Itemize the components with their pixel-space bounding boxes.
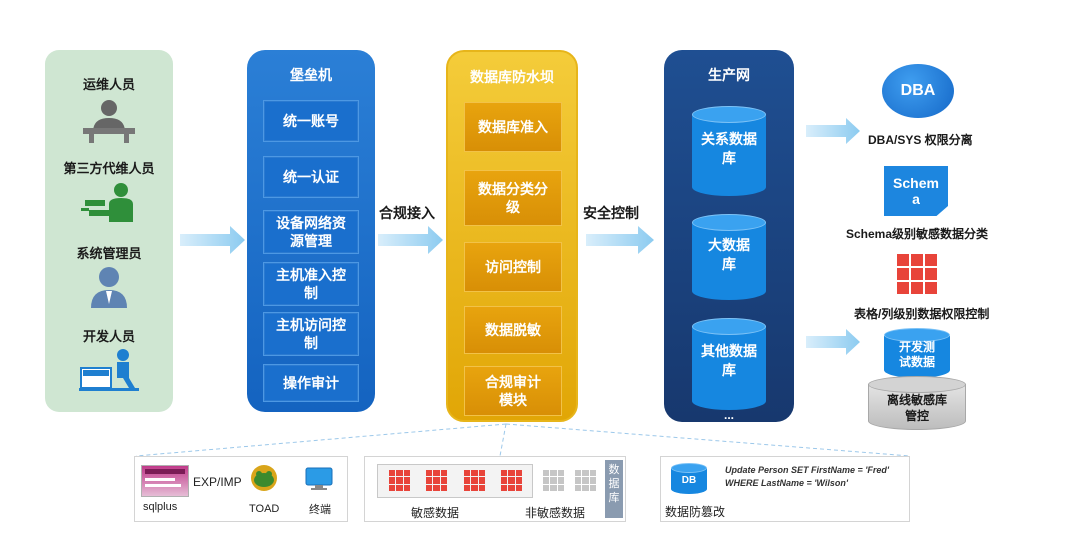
firewall-item-masking: 数据脱敏 [464,306,562,354]
cylinder-relational-db: 关系数据库 [692,106,766,196]
ops-worker-icon [83,100,135,143]
arrow-bastion-to-firewall [378,226,443,254]
user-label-third-party: 第三方代维人员 [63,161,155,176]
firewall-item-access-control: 访问控制 [464,242,562,292]
firewall-item-classification: 数据分类分级 [464,170,562,226]
sensitive-grid-2 [426,470,447,491]
sensitive-data-label: 敏感数据 [411,506,460,520]
third-party-icon [81,183,133,222]
sensitive-grid-1 [389,470,410,491]
dash-line-left [135,423,507,457]
exp-imp-label: EXP/IMP [193,475,242,489]
toad-label: TOAD [249,503,280,515]
cylinder-big-data: 大数据库 [692,214,766,300]
nonsensitive-grid-1 [543,470,564,491]
terminal-label: 终端 [309,504,331,516]
arrow-firewall-to-prodnet [586,226,654,254]
db-firewall-column: 数据库防水坝 数据库准入 数据分类分级 访问控制 数据脱敏 合规审计模块 [446,50,578,422]
user-label-sysadmin: 系统管理员 [76,246,142,261]
sensitive-grid-3 [464,470,485,491]
dash-line-right [505,423,911,457]
user-label-ops: 运维人员 [82,77,135,92]
relational-db-label: 关系数据库 [701,131,757,166]
arrow-to-devtest [806,329,860,355]
other-db-label: 其他数据库 [701,343,757,378]
bastion-item-host-access: 主机访问控制 [263,312,359,356]
sqlplus-label: sqlplus [143,501,178,513]
table-grid-icon [897,254,937,294]
offline-db-label: 离线敏感库管控 [886,393,947,423]
database-side-label: 数据库 [605,460,623,518]
arrow-to-dba [806,118,860,144]
developer-icon [79,349,139,391]
sql-line-1: Update Person SET FirstName = 'Fred' [725,465,890,475]
firewall-item-audit-module: 合规审计模块 [464,366,562,416]
terminal-icon [305,467,333,490]
label-security-control: 安全控制 [583,205,639,221]
table-column-label: 表格/列级别数据权限控制 [854,307,990,321]
big-data-label: 大数据库 [708,237,750,272]
arrow-users-to-bastion [180,226,245,254]
production-network-column: 生产网 关系数据库 大数据库 其他数据库 ... [664,50,794,422]
more-dbs-ellipsis: ... [723,408,734,422]
sensitive-grid-4 [501,470,522,491]
user-label-developer: 开发人员 [82,329,135,344]
bastion-item-resource-mgmt: 设备网络资源管理 [263,210,359,254]
dev-test-db-label: 开发测试数据 [898,340,935,369]
sql-line-2: WHERE LastName = 'Wilson' [725,478,848,488]
db-badge-label: DB [681,475,697,486]
tamper-proof-panel: DB Update Person SET FirstName = 'Fred' … [660,456,910,522]
label-compliant-access: 合规接入 [379,205,435,221]
cylinder-other-db: 其他数据库 [692,318,766,410]
dba-label: DBA/SYS 权限分离 [868,133,973,147]
bastion-item-unified-auth: 统一认证 [263,156,359,198]
prodnet-title: 生产网 [708,67,750,83]
schema-label: Schema级别敏感数据分类 [846,227,989,241]
users-panel: 运维人员 第三方代维人员 系统管理员 开发人员 [45,50,173,412]
admin-icon [91,267,127,308]
firewall-title: 数据库防水坝 [470,69,554,85]
tools-panel: EXP/IMP sqlplus TOAD 终端 [134,456,348,522]
cylinder-dev-test-db: 开发测试数据 [884,328,950,378]
schema-badge: Schema [884,166,948,216]
cylinder-db-badge: DB [671,463,707,497]
dash-line-mid [499,423,507,457]
firewall-item-db-admission: 数据库准入 [464,102,562,152]
dba-badge: DBA [882,64,954,118]
nonsensitive-data-label: 非敏感数据 [525,506,586,520]
bastion-item-audit: 操作审计 [263,364,359,402]
bastion-item-unified-account: 统一账号 [263,100,359,142]
bastion-title: 堡垒机 [290,67,332,83]
bastion-item-host-admission: 主机准入控制 [263,262,359,306]
cylinder-offline-db: 离线敏感库管控 [868,376,966,432]
tamper-proof-label: 数据防篡改 [665,505,726,519]
toad-icon [251,465,277,491]
bastion-host-column: 堡垒机 统一账号 统一认证 设备网络资源管理 主机准入控制 主机访问控制 操作审… [247,50,375,412]
nonsensitive-grid-2 [575,470,596,491]
sqlplus-window-icon [141,465,189,497]
data-classification-panel: 数据库 敏感数据 非敏感数据 [364,456,626,522]
